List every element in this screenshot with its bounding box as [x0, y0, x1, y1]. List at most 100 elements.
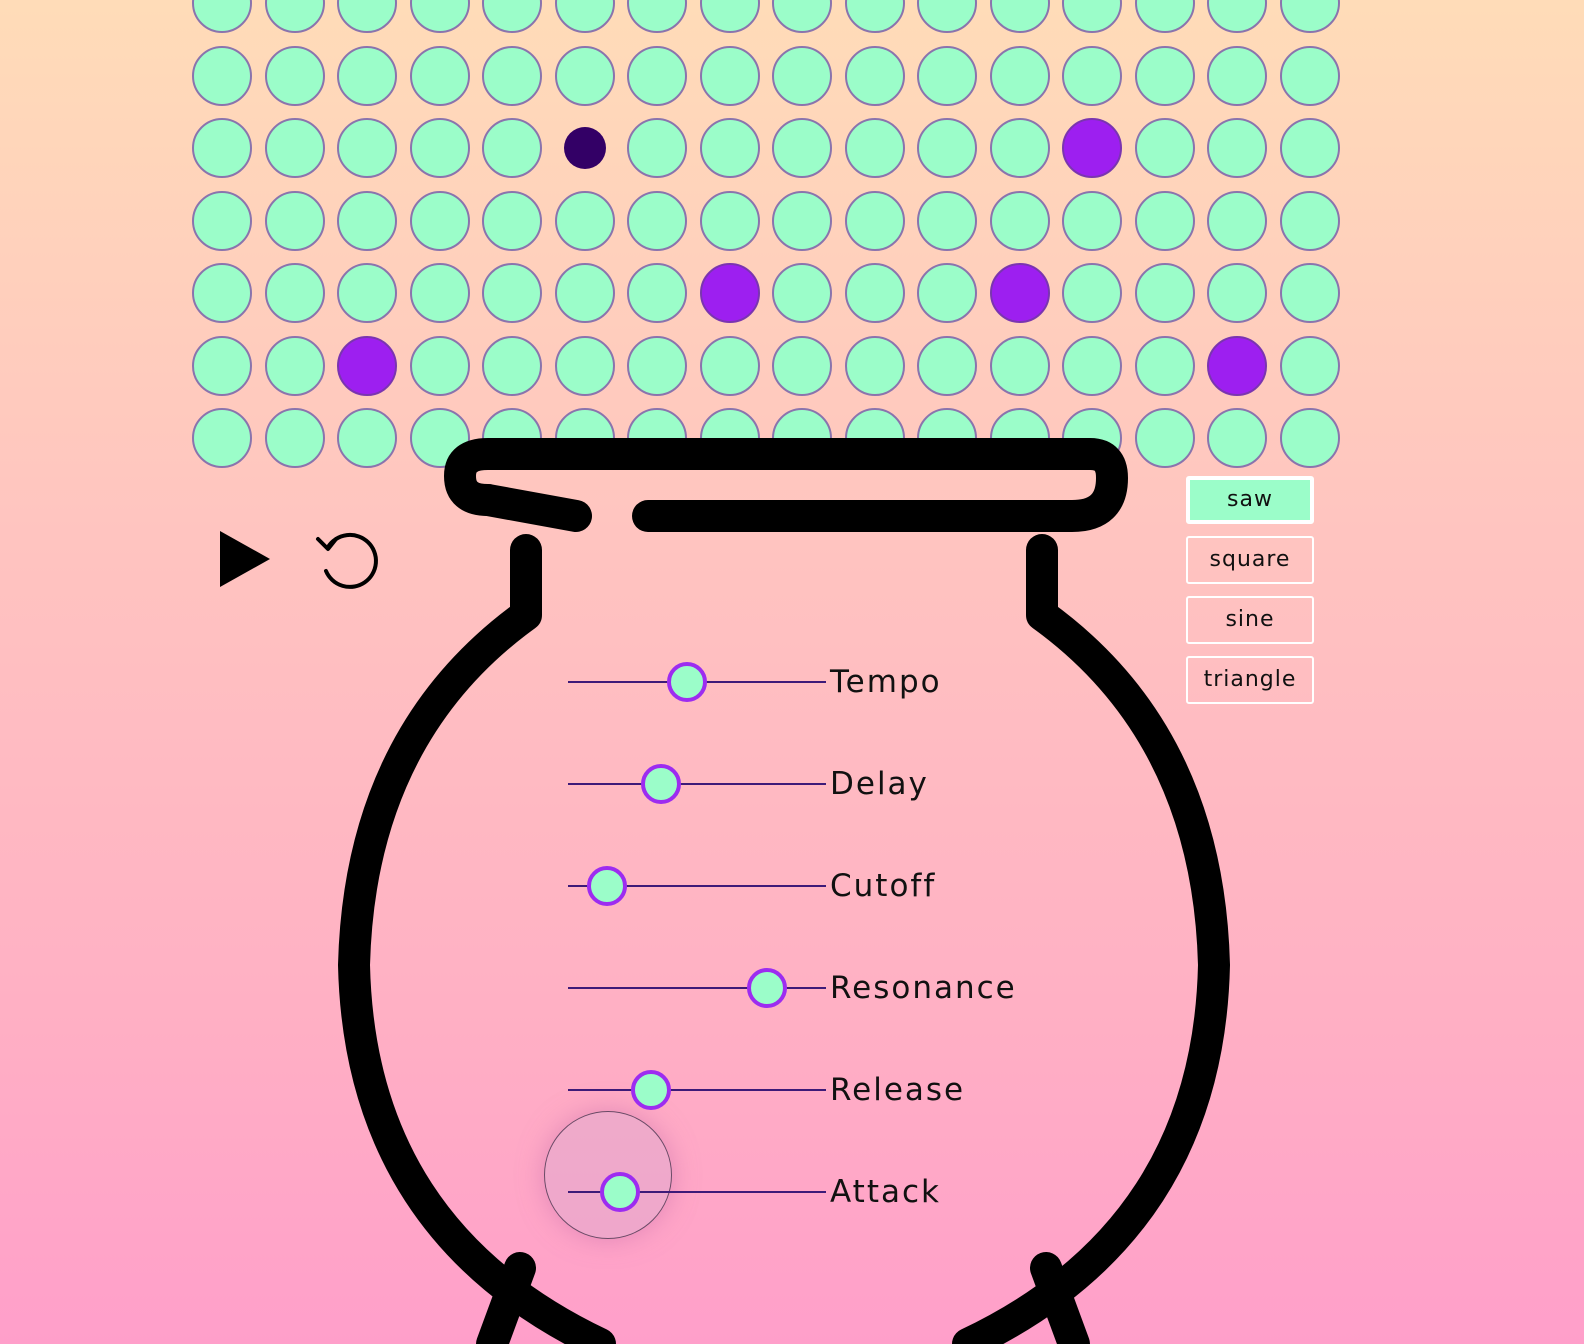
sequencer-cell[interactable]	[699, 118, 760, 178]
sequencer-cell[interactable]	[1062, 190, 1122, 251]
sequencer-cell[interactable]	[1279, 335, 1340, 396]
sequencer-cell[interactable]	[264, 408, 325, 468]
sequencer-cell[interactable]	[409, 45, 470, 106]
sequencer-cell[interactable]	[1207, 263, 1267, 323]
waveform-triangle-button[interactable]: triangle	[1186, 656, 1314, 704]
sequencer-cell[interactable]	[1134, 335, 1195, 396]
sequencer-cell[interactable]	[264, 190, 325, 251]
tempo-slider-knob[interactable]	[667, 662, 707, 702]
sequencer-cell[interactable]	[1062, 335, 1122, 396]
sequencer-cell[interactable]	[192, 335, 252, 396]
sequencer-cell[interactable]	[264, 263, 325, 323]
sequencer-cell[interactable]	[844, 45, 905, 106]
sequencer-cell[interactable]	[627, 45, 687, 106]
sequencer-cell[interactable]	[699, 263, 760, 323]
sequencer-cell[interactable]	[409, 335, 470, 396]
sequencer-cell[interactable]	[917, 190, 977, 251]
sequencer-cell[interactable]	[627, 335, 687, 396]
delay-slider-knob[interactable]	[641, 764, 681, 804]
sequencer-cell[interactable]	[482, 118, 542, 178]
sequencer-cell[interactable]	[844, 190, 905, 251]
sequencer-cell[interactable]	[627, 190, 687, 251]
sequencer-cell[interactable]	[917, 335, 977, 396]
sequencer-cell[interactable]	[554, 190, 615, 251]
sequencer-cell[interactable]	[337, 408, 397, 468]
sequencer-cell[interactable]	[1134, 190, 1195, 251]
sequencer-cell[interactable]	[482, 335, 542, 396]
sequencer-cell[interactable]	[1279, 118, 1340, 178]
attack-slider-track[interactable]	[568, 1191, 826, 1193]
cutoff-slider-track[interactable]	[568, 885, 826, 887]
sequencer-cell[interactable]	[699, 190, 760, 251]
waveform-saw-button[interactable]: saw	[1186, 476, 1314, 524]
sequencer-cell[interactable]	[192, 263, 252, 323]
play-button[interactable]	[210, 525, 274, 593]
sequencer-cell[interactable]	[1207, 335, 1267, 396]
sequencer-cell[interactable]	[337, 118, 397, 178]
sequencer-cell[interactable]	[409, 118, 470, 178]
release-slider-knob[interactable]	[631, 1070, 671, 1110]
sequencer-cell[interactable]	[989, 335, 1050, 396]
sequencer-cell[interactable]	[192, 45, 252, 106]
waveform-sine-button[interactable]: sine	[1186, 596, 1314, 644]
sequencer-cell[interactable]	[337, 45, 397, 106]
sequencer-cell[interactable]	[844, 263, 905, 323]
sequencer-cell[interactable]	[1134, 45, 1195, 106]
sequencer-cell[interactable]	[1207, 190, 1267, 251]
sequencer-cell[interactable]	[192, 190, 252, 251]
sequencer-cell[interactable]	[1207, 118, 1267, 178]
sequencer-cell[interactable]	[554, 45, 615, 106]
sequencer-cell[interactable]	[699, 335, 760, 396]
sequencer-cell[interactable]	[844, 335, 905, 396]
sequencer-cell[interactable]	[337, 190, 397, 251]
sequencer-cell[interactable]	[699, 45, 760, 106]
sequencer-cell[interactable]	[1279, 45, 1340, 106]
sequencer-cell[interactable]	[563, 127, 606, 169]
sequencer-cell[interactable]	[1279, 190, 1340, 251]
sequencer-cell[interactable]	[192, 408, 252, 468]
attack-slider-knob[interactable]	[600, 1172, 640, 1212]
sequencer-cell[interactable]	[844, 118, 905, 178]
resonance-slider-track[interactable]	[568, 987, 826, 989]
sequencer-cell[interactable]	[409, 190, 470, 251]
sequencer-cell[interactable]	[1062, 45, 1122, 106]
sequencer-cell[interactable]	[337, 263, 397, 323]
sequencer-cell[interactable]	[989, 45, 1050, 106]
sequencer-cell[interactable]	[989, 118, 1050, 178]
sequencer-cell[interactable]	[192, 118, 252, 178]
sequencer-cell[interactable]	[482, 45, 542, 106]
sequencer-cell[interactable]	[1279, 263, 1340, 323]
sequencer-cell[interactable]	[917, 263, 977, 323]
sequencer-cell[interactable]	[554, 335, 615, 396]
sequencer-cell[interactable]	[337, 335, 397, 396]
sequencer-cell[interactable]	[1134, 263, 1195, 323]
sequencer-cell[interactable]	[482, 263, 542, 323]
sequencer-cell[interactable]	[1134, 118, 1195, 178]
waveform-square-button[interactable]: square	[1186, 536, 1314, 584]
cutoff-slider-knob[interactable]	[587, 866, 627, 906]
sequencer-cell[interactable]	[264, 45, 325, 106]
sequencer-cell[interactable]	[917, 45, 977, 106]
delay-slider-track[interactable]	[568, 783, 826, 785]
sequencer-cell[interactable]	[772, 118, 832, 178]
sequencer-cell[interactable]	[1062, 263, 1122, 323]
sequencer-cell[interactable]	[1279, 408, 1340, 468]
sequencer-cell[interactable]	[482, 190, 542, 251]
sequencer-cell[interactable]	[917, 118, 977, 178]
sequencer-cell[interactable]	[772, 190, 832, 251]
sequencer-cell[interactable]	[627, 263, 687, 323]
sequencer-cell[interactable]	[1062, 118, 1122, 178]
sequencer-cell[interactable]	[1134, 408, 1195, 468]
sequencer-cell[interactable]	[264, 118, 325, 178]
sequencer-cell[interactable]	[554, 263, 615, 323]
sequencer-cell[interactable]	[1207, 408, 1267, 468]
sequencer-cell[interactable]	[989, 190, 1050, 251]
resonance-slider-knob[interactable]	[747, 968, 787, 1008]
sequencer-cell[interactable]	[989, 263, 1050, 323]
sequencer-cell[interactable]	[264, 335, 325, 396]
sequencer-cell[interactable]	[772, 45, 832, 106]
sequencer-cell[interactable]	[409, 263, 470, 323]
reset-button[interactable]	[310, 527, 380, 591]
sequencer-cell[interactable]	[627, 118, 687, 178]
sequencer-cell[interactable]	[772, 335, 832, 396]
